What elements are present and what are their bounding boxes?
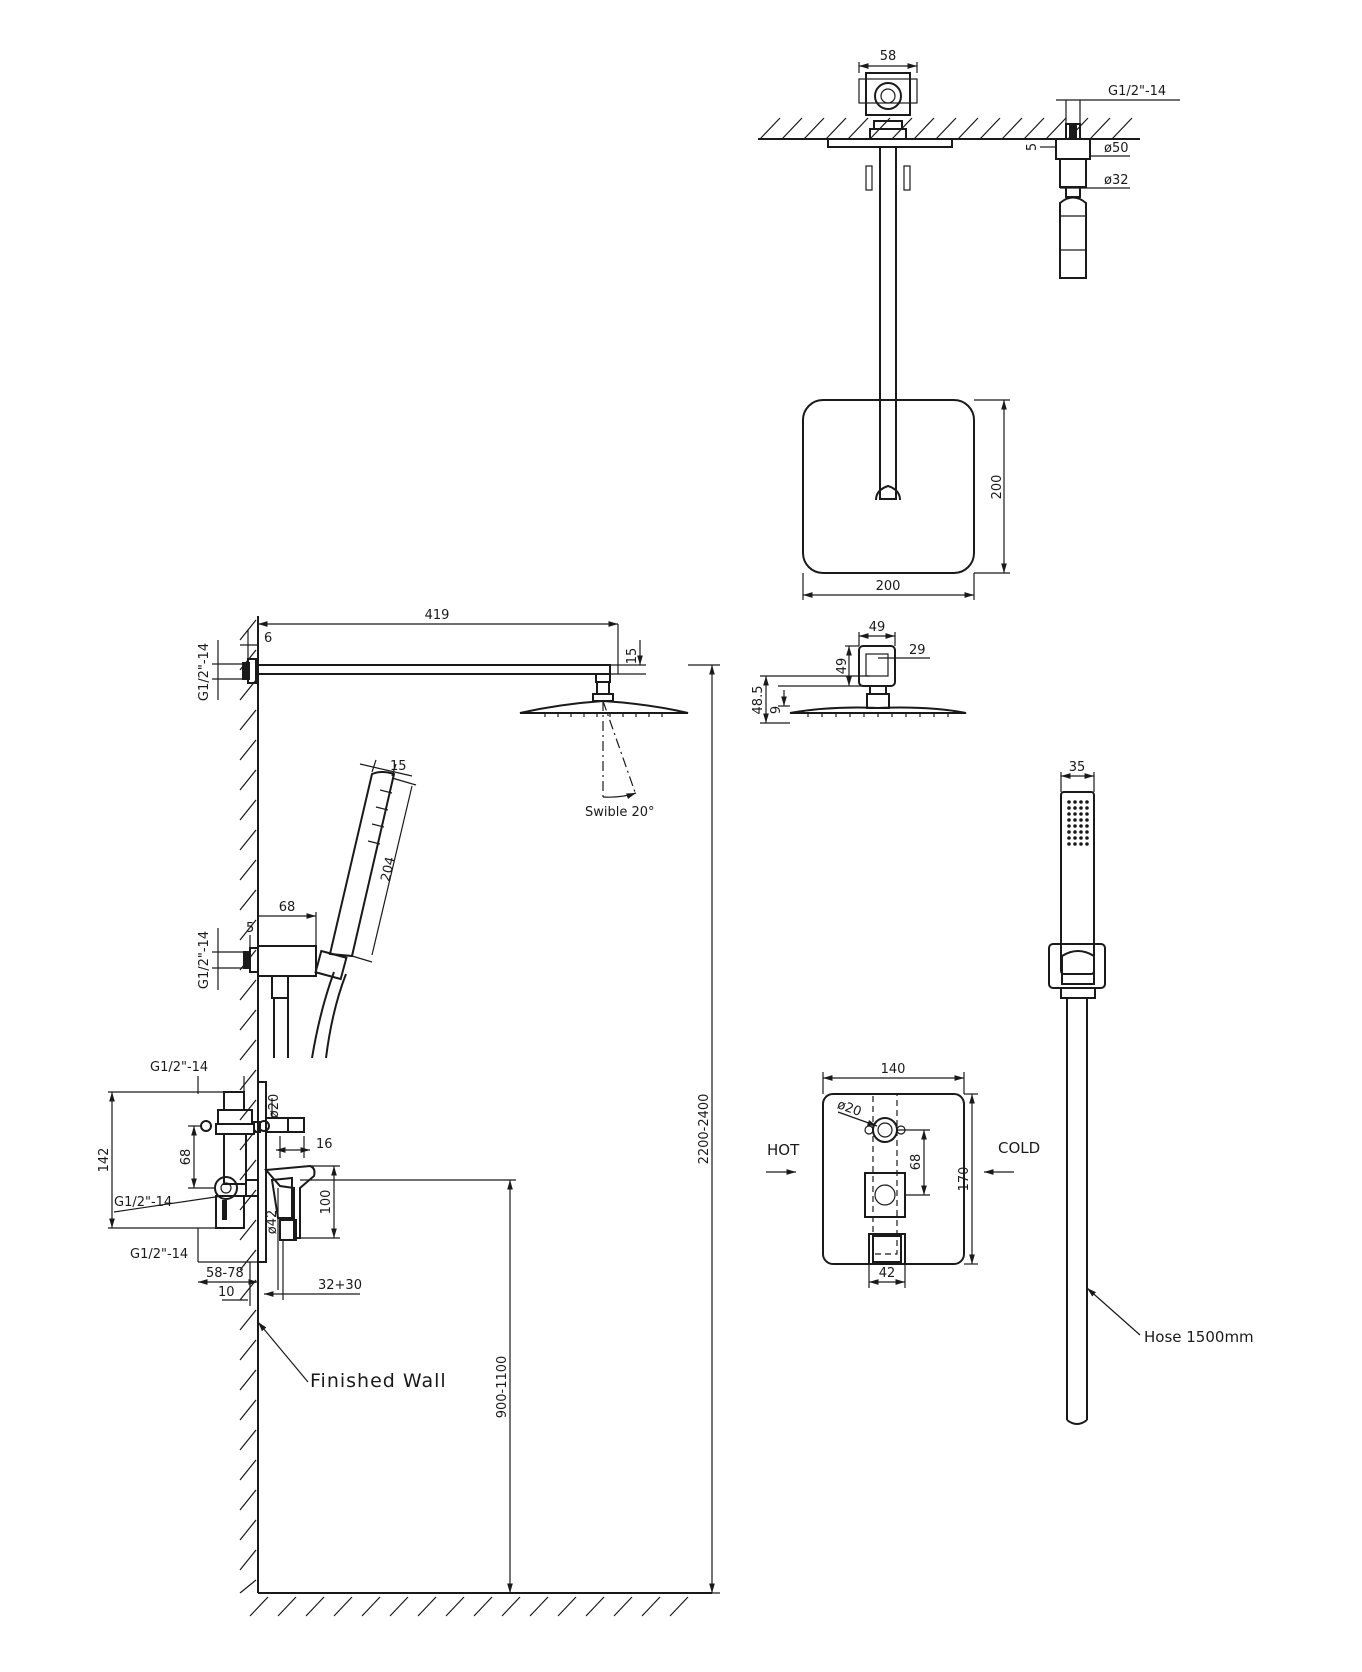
head-height-49: 49 — [835, 658, 850, 675]
outlet-depth-68: 68 — [279, 900, 296, 915]
valve-diameter-20: ø20 — [267, 1094, 282, 1119]
ceiling-mount-view: 58 200 200 — [758, 49, 1140, 600]
head-profile-view: 49 29 49 48.5 9 — [751, 620, 967, 724]
ceiling-outlet-detail: G1/2"-14 5 ø50 ø32 — [1025, 84, 1180, 279]
hot-label: HOT — [767, 1141, 800, 1159]
arm-offset-15: 15 — [625, 648, 640, 665]
head-height-200: 200 — [990, 475, 1005, 500]
valve-plate-height-170: 170 — [957, 1167, 972, 1192]
wall-gap-10: 10 — [218, 1285, 235, 1300]
handheld-width-35: 35 — [1069, 760, 1086, 775]
valve-front-view: 140 170 ø20 68 42 HOT COLD — [766, 1062, 1040, 1288]
valve-depth-58-78: 58-78 — [206, 1266, 244, 1281]
flange-5: 5 — [1025, 143, 1040, 151]
handheld-width-15: 15 — [390, 759, 407, 774]
wall-flange-6: 6 — [264, 631, 272, 646]
side-elevation: Swible 20° 419 6 15 G1/2"-14 2200-2400 — [97, 608, 720, 1617]
finished-wall-label: Finished Wall — [310, 1370, 447, 1392]
head-nozzles-profile — [807, 713, 949, 717]
total-height-2200-2400: 2200-2400 — [697, 1094, 712, 1165]
head-width-200: 200 — [876, 579, 901, 594]
handle-height-100: 100 — [319, 1190, 334, 1215]
ceiling-thread-label: G1/2"-14 — [1108, 84, 1166, 99]
valve-thread-bottom: G1/2"-14 — [130, 1247, 188, 1262]
head-swivel-label: Swible 20° — [585, 805, 655, 820]
valve-spacing-68: 68 — [179, 1149, 194, 1166]
floor-hatching — [249, 1596, 689, 1617]
valve-plate-width-140: 140 — [881, 1062, 906, 1077]
inlet-thread-top: G1/2"-14 — [197, 643, 212, 701]
wall-hatching — [239, 619, 257, 1594]
valve-handle-width-42: 42 — [879, 1266, 896, 1281]
mount-width-58: 58 — [880, 49, 897, 64]
valve-dim-16: 16 — [316, 1137, 333, 1152]
handheld-front-view: 35 Hose 1500mm — [1048, 760, 1254, 1425]
valve-height-900-1100: 900-1100 — [495, 1356, 510, 1419]
valve-port-diameter-20: ø20 — [835, 1097, 863, 1119]
head-total-48-5: 48.5 — [751, 686, 766, 715]
inlet-thread-mid: G1/2"-14 — [197, 931, 212, 989]
head-width-49: 49 — [869, 620, 886, 635]
cold-label: COLD — [998, 1139, 1040, 1157]
ceiling-hatching — [759, 117, 1133, 140]
valve-port-spacing-68: 68 — [909, 1154, 924, 1171]
outlet-flange-5: 5 — [246, 921, 254, 936]
flange-diameter-50: ø50 — [1104, 141, 1129, 156]
valve-height-142: 142 — [97, 1148, 112, 1173]
handheld-length-204: 204 — [378, 855, 398, 883]
valve-thread-top: G1/2"-14 — [150, 1060, 208, 1075]
pipe-diameter-32: ø32 — [1104, 173, 1129, 188]
arm-length-419: 419 — [425, 608, 450, 623]
handheld-nozzle-grid — [1067, 800, 1089, 846]
head-nozzles-side — [544, 713, 663, 717]
valve-diameter-42: ø42 — [265, 1210, 280, 1235]
valve-thread-left: G1/2"-14 — [114, 1195, 172, 1210]
hose-length-label: Hose 1500mm — [1144, 1328, 1254, 1346]
head-dim-29: 29 — [909, 643, 926, 658]
head-plate-9: 9 — [769, 706, 784, 714]
handle-depth-32-30: 32+30 — [318, 1278, 362, 1293]
